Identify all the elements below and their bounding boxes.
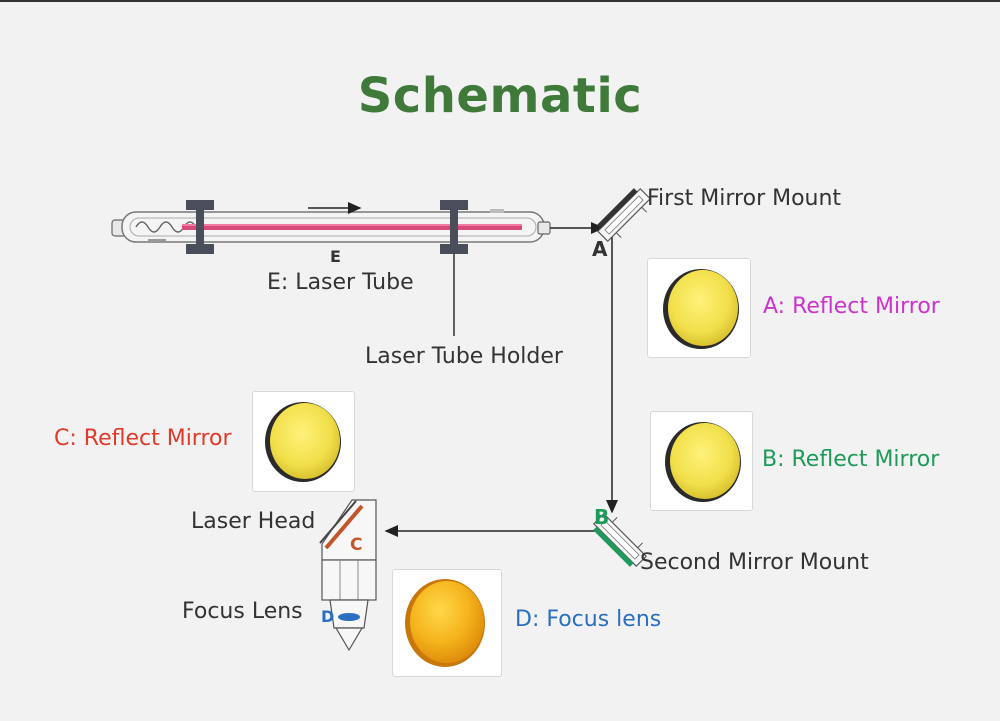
top-border xyxy=(0,0,1000,2)
laser-tube xyxy=(111,202,551,243)
marker-b: B xyxy=(594,505,609,529)
laser-head-label: Laser Head xyxy=(191,509,316,534)
marker-c: C xyxy=(350,535,362,555)
page-title: Schematic xyxy=(357,68,643,124)
laser-tube-label: E: Laser Tube xyxy=(267,270,414,295)
marker-d: D xyxy=(321,607,334,626)
marker-a: A xyxy=(592,237,608,261)
focus-lens-d-label: D: Focus lens xyxy=(515,607,662,632)
focus-lens-label: Focus Lens xyxy=(182,599,303,624)
second-mirror-mount xyxy=(592,512,648,568)
first-mirror-mount xyxy=(596,187,652,243)
laser-head-assembly xyxy=(319,499,377,652)
marker-e: E xyxy=(330,247,341,266)
reflect-mirror-b-label: B: Reflect Mirror xyxy=(762,447,940,472)
laser-beam-path xyxy=(384,222,618,537)
first-mirror-mount-label: First Mirror Mount xyxy=(647,186,842,211)
focus-lens-d-image xyxy=(392,569,502,677)
reflect-mirror-c-label: C: Reflect Mirror xyxy=(54,426,232,451)
reflect-mirror-b-image xyxy=(650,411,753,511)
second-mirror-mount-label: Second Mirror Mount xyxy=(640,550,869,575)
laser-tube-holder-label: Laser Tube Holder xyxy=(365,344,563,369)
tube-holder-right xyxy=(440,200,468,254)
reflect-mirror-c-image xyxy=(252,391,355,492)
reflect-mirror-a-label: A: Reflect Mirror xyxy=(763,294,940,319)
reflect-mirror-a-image xyxy=(647,258,751,358)
tube-holder-left xyxy=(186,200,214,254)
